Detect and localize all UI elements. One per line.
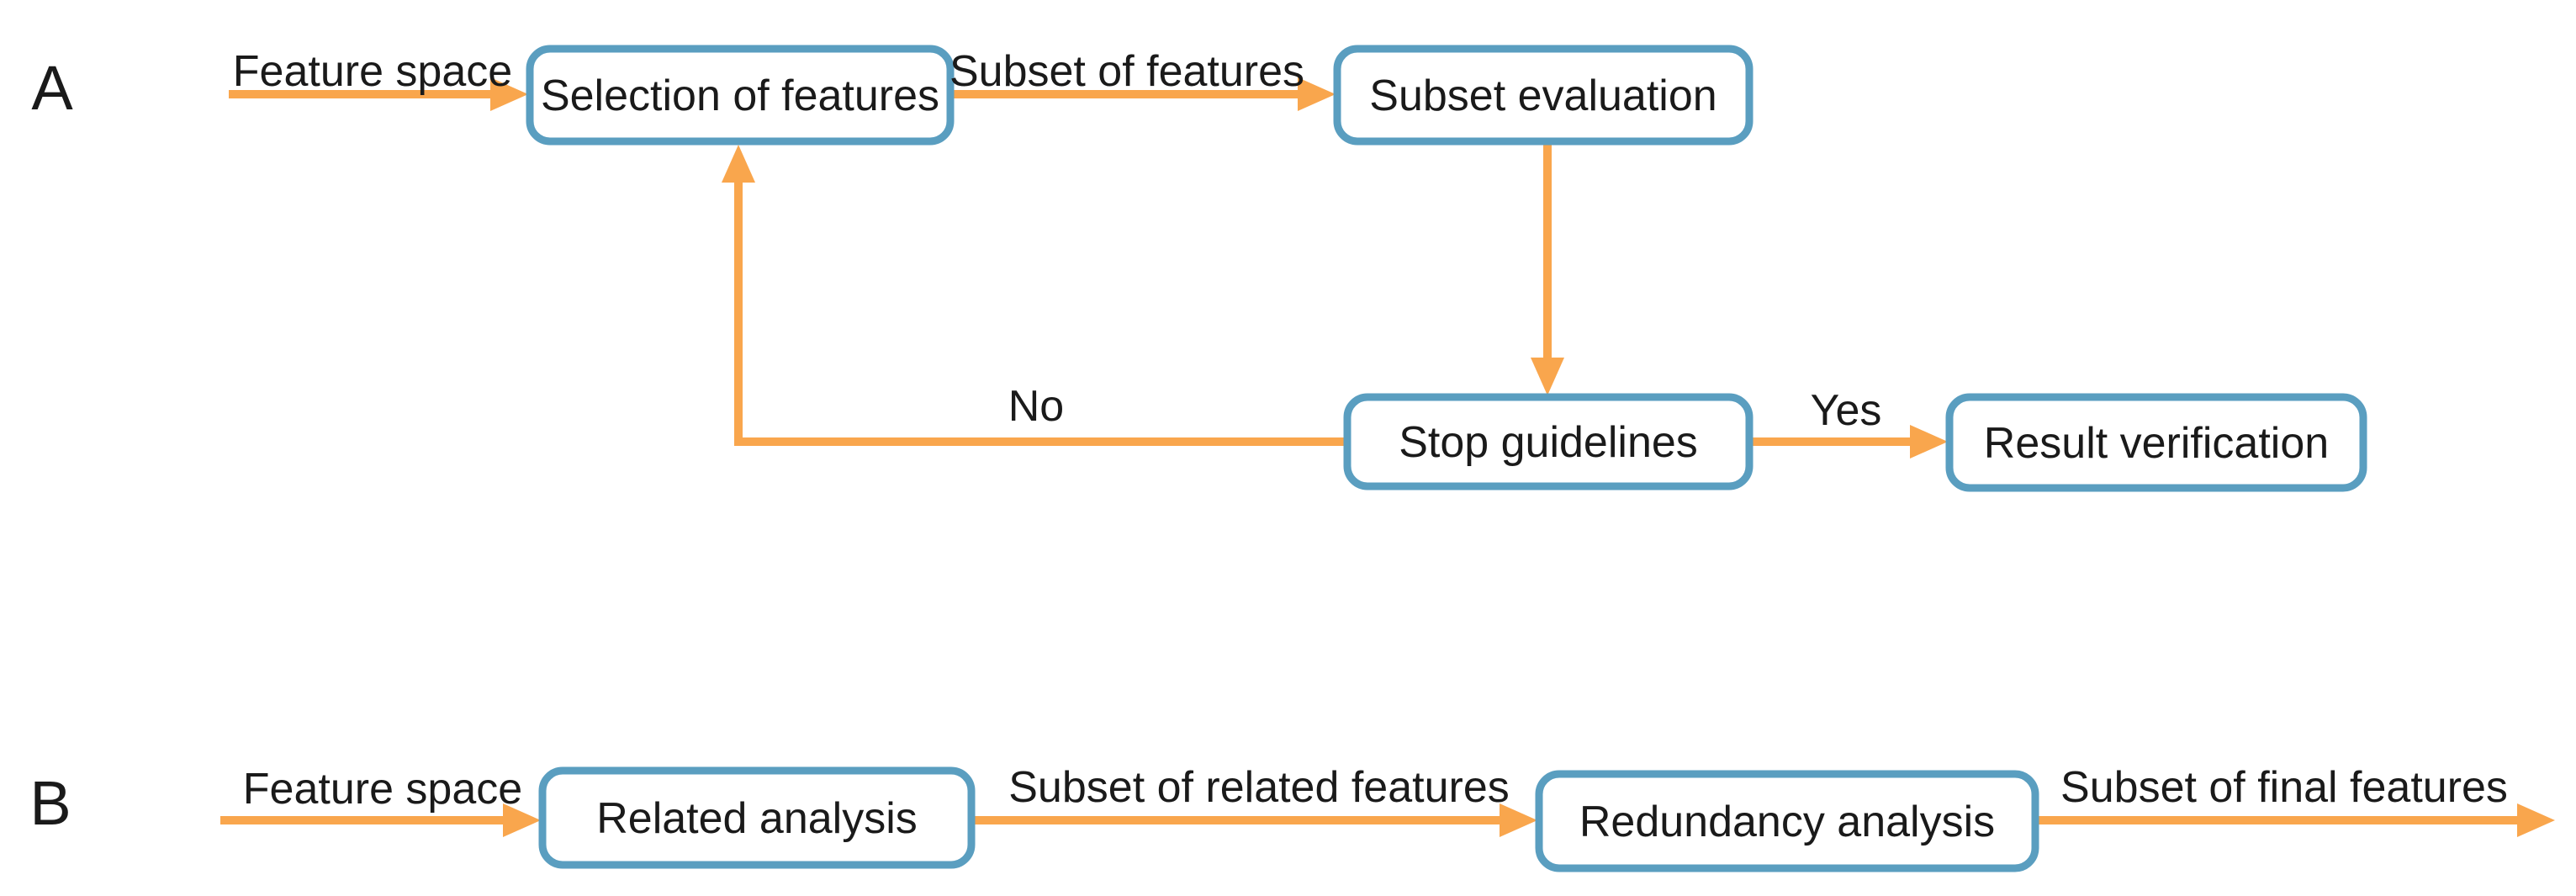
section-label-panel-b: B [29,768,71,838]
flow-node-label-result-verification: Result verification [1984,419,2329,468]
nodes-layer: Selection of features Subset evaluationSt… [526,45,2367,872]
flow-edge-label-b-subset-final: Subset of final features [2060,763,2508,812]
flow-node-box-subset-evaluation [1333,45,1753,146]
flow-edge-label-a-yes: Yes [1811,386,1882,435]
flow-edge-arrowhead-b-subset-final [2517,803,2555,837]
section-label-panel-a: A [31,53,73,123]
flow-node-result-verification: Result verification [1945,393,2367,492]
flow-node-box-selection-of-features [526,45,955,146]
flow-node-label-redundancy-analysis: Redundancy analysis [1579,798,1995,846]
flow-node-related-analysis: Related analysis [538,766,976,869]
flow-node-label-selection-of-features: Selection of features [541,72,939,120]
flow-node-stop-guidelines: Stop guidelines [1343,393,1753,490]
flow-edge-arrowhead-b-feature-space [503,803,541,837]
flow-edge-label-a-no-loop: No [1008,382,1064,431]
flow-node-box-redundancy-analysis [1535,770,2039,872]
flow-node-box-stop-guidelines [1343,393,1753,490]
flow-edge-arrowhead-a-no-loop [722,145,755,183]
flow-edge-label-b-feature-space: Feature space [243,765,522,814]
flow-node-subset-evaluation: Subset evaluation [1333,45,1753,146]
flow-edge-arrowhead-a-feature-space [490,77,528,111]
flow-edge-label-a-subset-features: Subset of features [949,47,1304,96]
flow-edge-arrowhead-a-subset-features [1298,77,1336,111]
flow-edge-label-b-subset-related: Subset of related features [1008,763,1510,812]
flow-edge-arrowhead-a-eval-to-stop [1531,358,1564,395]
flow-node-selection-of-features: Selection of features [526,45,955,146]
flow-node-label-stop-guidelines: Stop guidelines [1399,418,1698,467]
flow-node-redundancy-analysis: Redundancy analysis [1535,770,2039,872]
flow-node-label-subset-evaluation: Subset evaluation [1369,72,1716,120]
flow-edge-arrowhead-a-yes [1910,425,1948,459]
flow-edge-arrowhead-b-subset-related [1500,803,1537,837]
flow-node-box-related-analysis [538,766,976,869]
flow-edge-label-a-feature-space: Feature space [233,47,512,96]
flow-edge-a-no-loop [734,180,1347,446]
flow-node-box-result-verification [1945,393,2367,492]
flow-node-label-related-analysis: Related analysis [596,794,918,843]
edges-layer [220,77,2555,837]
